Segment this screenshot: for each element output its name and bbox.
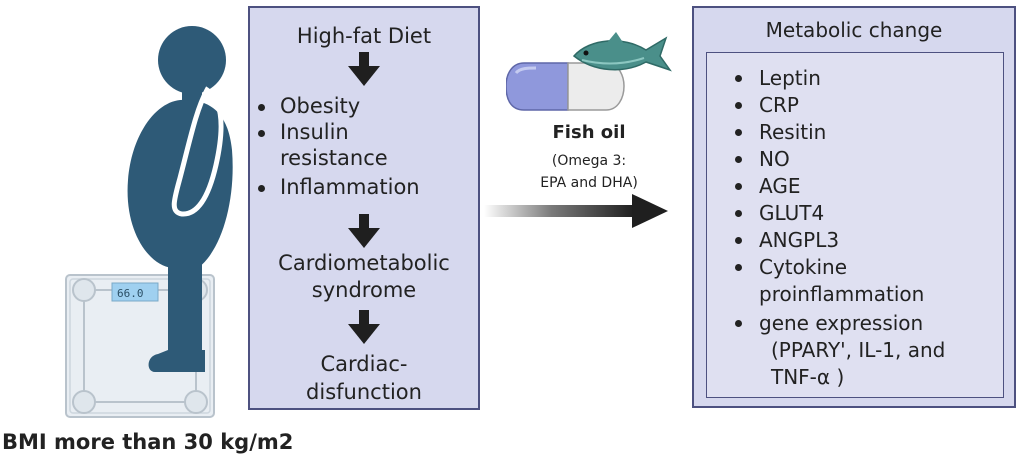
list-item: Resitin xyxy=(734,120,827,144)
metabolic-change-list: Leptin CRP Resitin NO AGE GLUT4 ANGPL3 C… xyxy=(706,52,1004,398)
inflammation-bullet: Inflammation xyxy=(258,175,472,200)
fish-oil-subtitle: (Omega 3: EPA and DHA) xyxy=(494,150,684,194)
insulin-bullet: Insulin xyxy=(258,120,472,145)
omega-label: (Omega 3: xyxy=(551,153,627,169)
resistance-text: resistance xyxy=(280,146,388,170)
down-arrow-icon xyxy=(348,310,380,344)
down-arrow-icon xyxy=(348,52,380,86)
list-item: Leptin xyxy=(735,66,821,90)
list-item: AGE xyxy=(734,174,801,198)
scale-display: 66.0 xyxy=(117,287,144,300)
fish-icon xyxy=(572,32,672,72)
arm-outline xyxy=(171,86,224,217)
list-item-continuation: (PPARY', IL-1, and xyxy=(771,338,946,362)
obese-person-on-scale-illustration: 66.0 xyxy=(65,26,233,418)
list-item-continuation: TNF-α ) xyxy=(771,365,845,389)
down-arrow-icon xyxy=(348,214,380,248)
obesity-bullet: Obesity xyxy=(258,94,472,119)
resistance-continuation: resistance xyxy=(280,146,472,171)
fish-oil-illustration xyxy=(506,32,672,111)
metabolic-change-title: Metabolic change xyxy=(765,18,943,42)
fish-oil-title: Fish oil xyxy=(552,122,626,143)
diet-pathway-box: High-fat Diet Obesity Insulin resistance… xyxy=(248,6,480,410)
list-item: GLUT4 xyxy=(734,201,825,225)
list-item: ANGPL3 xyxy=(734,228,840,252)
right-arrow-icon xyxy=(484,194,668,228)
syndrome-label: syndrome xyxy=(311,278,417,302)
cardiometabolic-label: Cardiometabolic xyxy=(278,251,450,275)
list-item-continuation: proinflammation xyxy=(759,282,925,306)
high-fat-diet-label: High-fat Diet xyxy=(296,24,432,48)
cardiac-label: Cardiac- xyxy=(320,352,408,376)
bmi-caption: BMI more than 30 kg/m2 xyxy=(2,430,294,454)
list-item: CRP xyxy=(735,93,799,117)
disfunction-label: disfunction xyxy=(306,380,422,404)
list-item: NO xyxy=(735,147,790,171)
list-item: gene expression xyxy=(734,311,924,335)
capsule-icon xyxy=(506,62,625,111)
list-item: Cytokine xyxy=(735,255,847,279)
metabolic-change-box: Metabolic change Leptin CRP Resitin NO A… xyxy=(692,6,1016,408)
epa-dha-label: EPA and DHA) xyxy=(540,175,638,191)
